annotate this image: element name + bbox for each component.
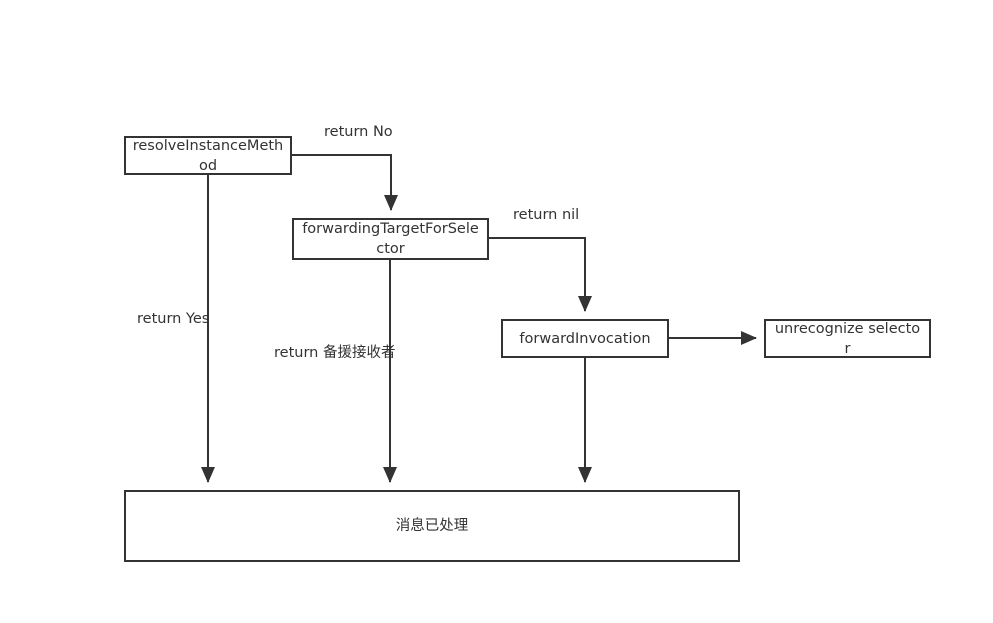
- node-label: unrecognize selector: [774, 320, 921, 357]
- node-label: 消息已处理: [395, 518, 469, 534]
- edge-label-return-backup-receiver: return 备援接收者: [274, 345, 396, 361]
- edge-label-return-nil: return nil: [513, 207, 580, 223]
- node-forwarding-target-for-selector[interactable]: forwardingTargetForSelector: [292, 218, 489, 260]
- node-resolve-instance-method[interactable]: resolveInstanceMethod: [124, 136, 292, 175]
- node-forward-invocation[interactable]: forwardInvocation: [501, 319, 669, 358]
- node-label: forwardingTargetForSelector: [302, 221, 479, 257]
- edge-label-return-no: return No: [324, 124, 393, 140]
- connector-return-nil: [489, 237, 592, 312]
- node-unrecognize-selector[interactable]: unrecognize selector: [764, 319, 931, 358]
- node-label: resolveInstanceMethod: [132, 137, 284, 174]
- connector-return-no: [292, 154, 398, 211]
- edge-label-return-yes: return Yes: [137, 311, 210, 327]
- node-label: forwardInvocation: [519, 330, 651, 347]
- node-message-handled[interactable]: 消息已处理: [124, 490, 740, 562]
